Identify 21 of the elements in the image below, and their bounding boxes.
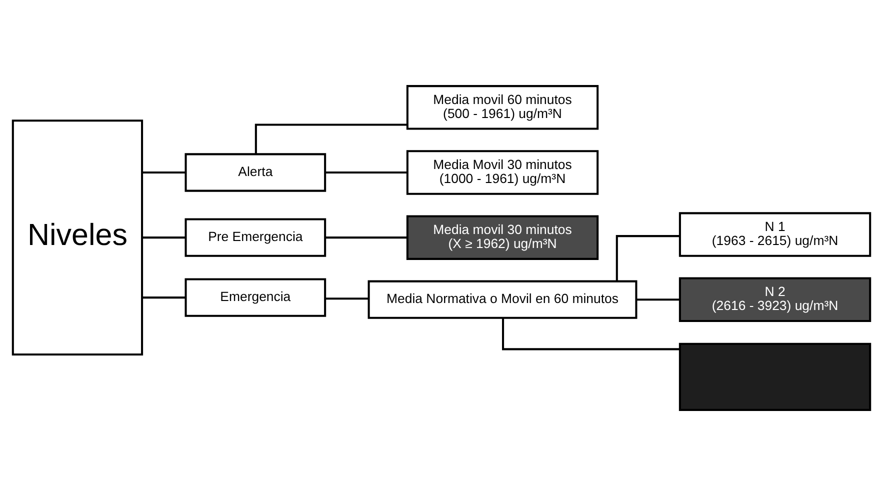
node-box [678, 342, 872, 410]
node-box: Media movil 30 minutos (X ≥ 1962) ug/m³N [406, 214, 599, 260]
node-box: N 2 (2616 - 3923) ug/m³N [678, 276, 872, 322]
connector [142, 236, 186, 238]
connector [254, 123, 408, 154]
node-box: Niveles [12, 119, 144, 356]
connector [616, 234, 680, 281]
connector [325, 170, 408, 174]
node-box: N 1 (1963 - 2615) ug/m³N [678, 212, 872, 256]
connector [325, 236, 408, 238]
node-box: Pre Emergencia [184, 218, 326, 256]
node-box: Media movil 60 minutos (500 - 1961) ug/m³N [406, 84, 599, 130]
node-box: Media Movil 30 minutos (1000 - 1961) ug/m³N [406, 150, 599, 194]
connector [636, 298, 680, 300]
node-box: Alerta [184, 152, 326, 192]
node-box: Media Normativa o Movil en 60 minutos [368, 280, 638, 318]
connector [325, 297, 369, 300]
connector [502, 318, 680, 350]
connector [142, 170, 186, 174]
connector [142, 296, 186, 298]
node-box: Emergencia [184, 278, 326, 316]
